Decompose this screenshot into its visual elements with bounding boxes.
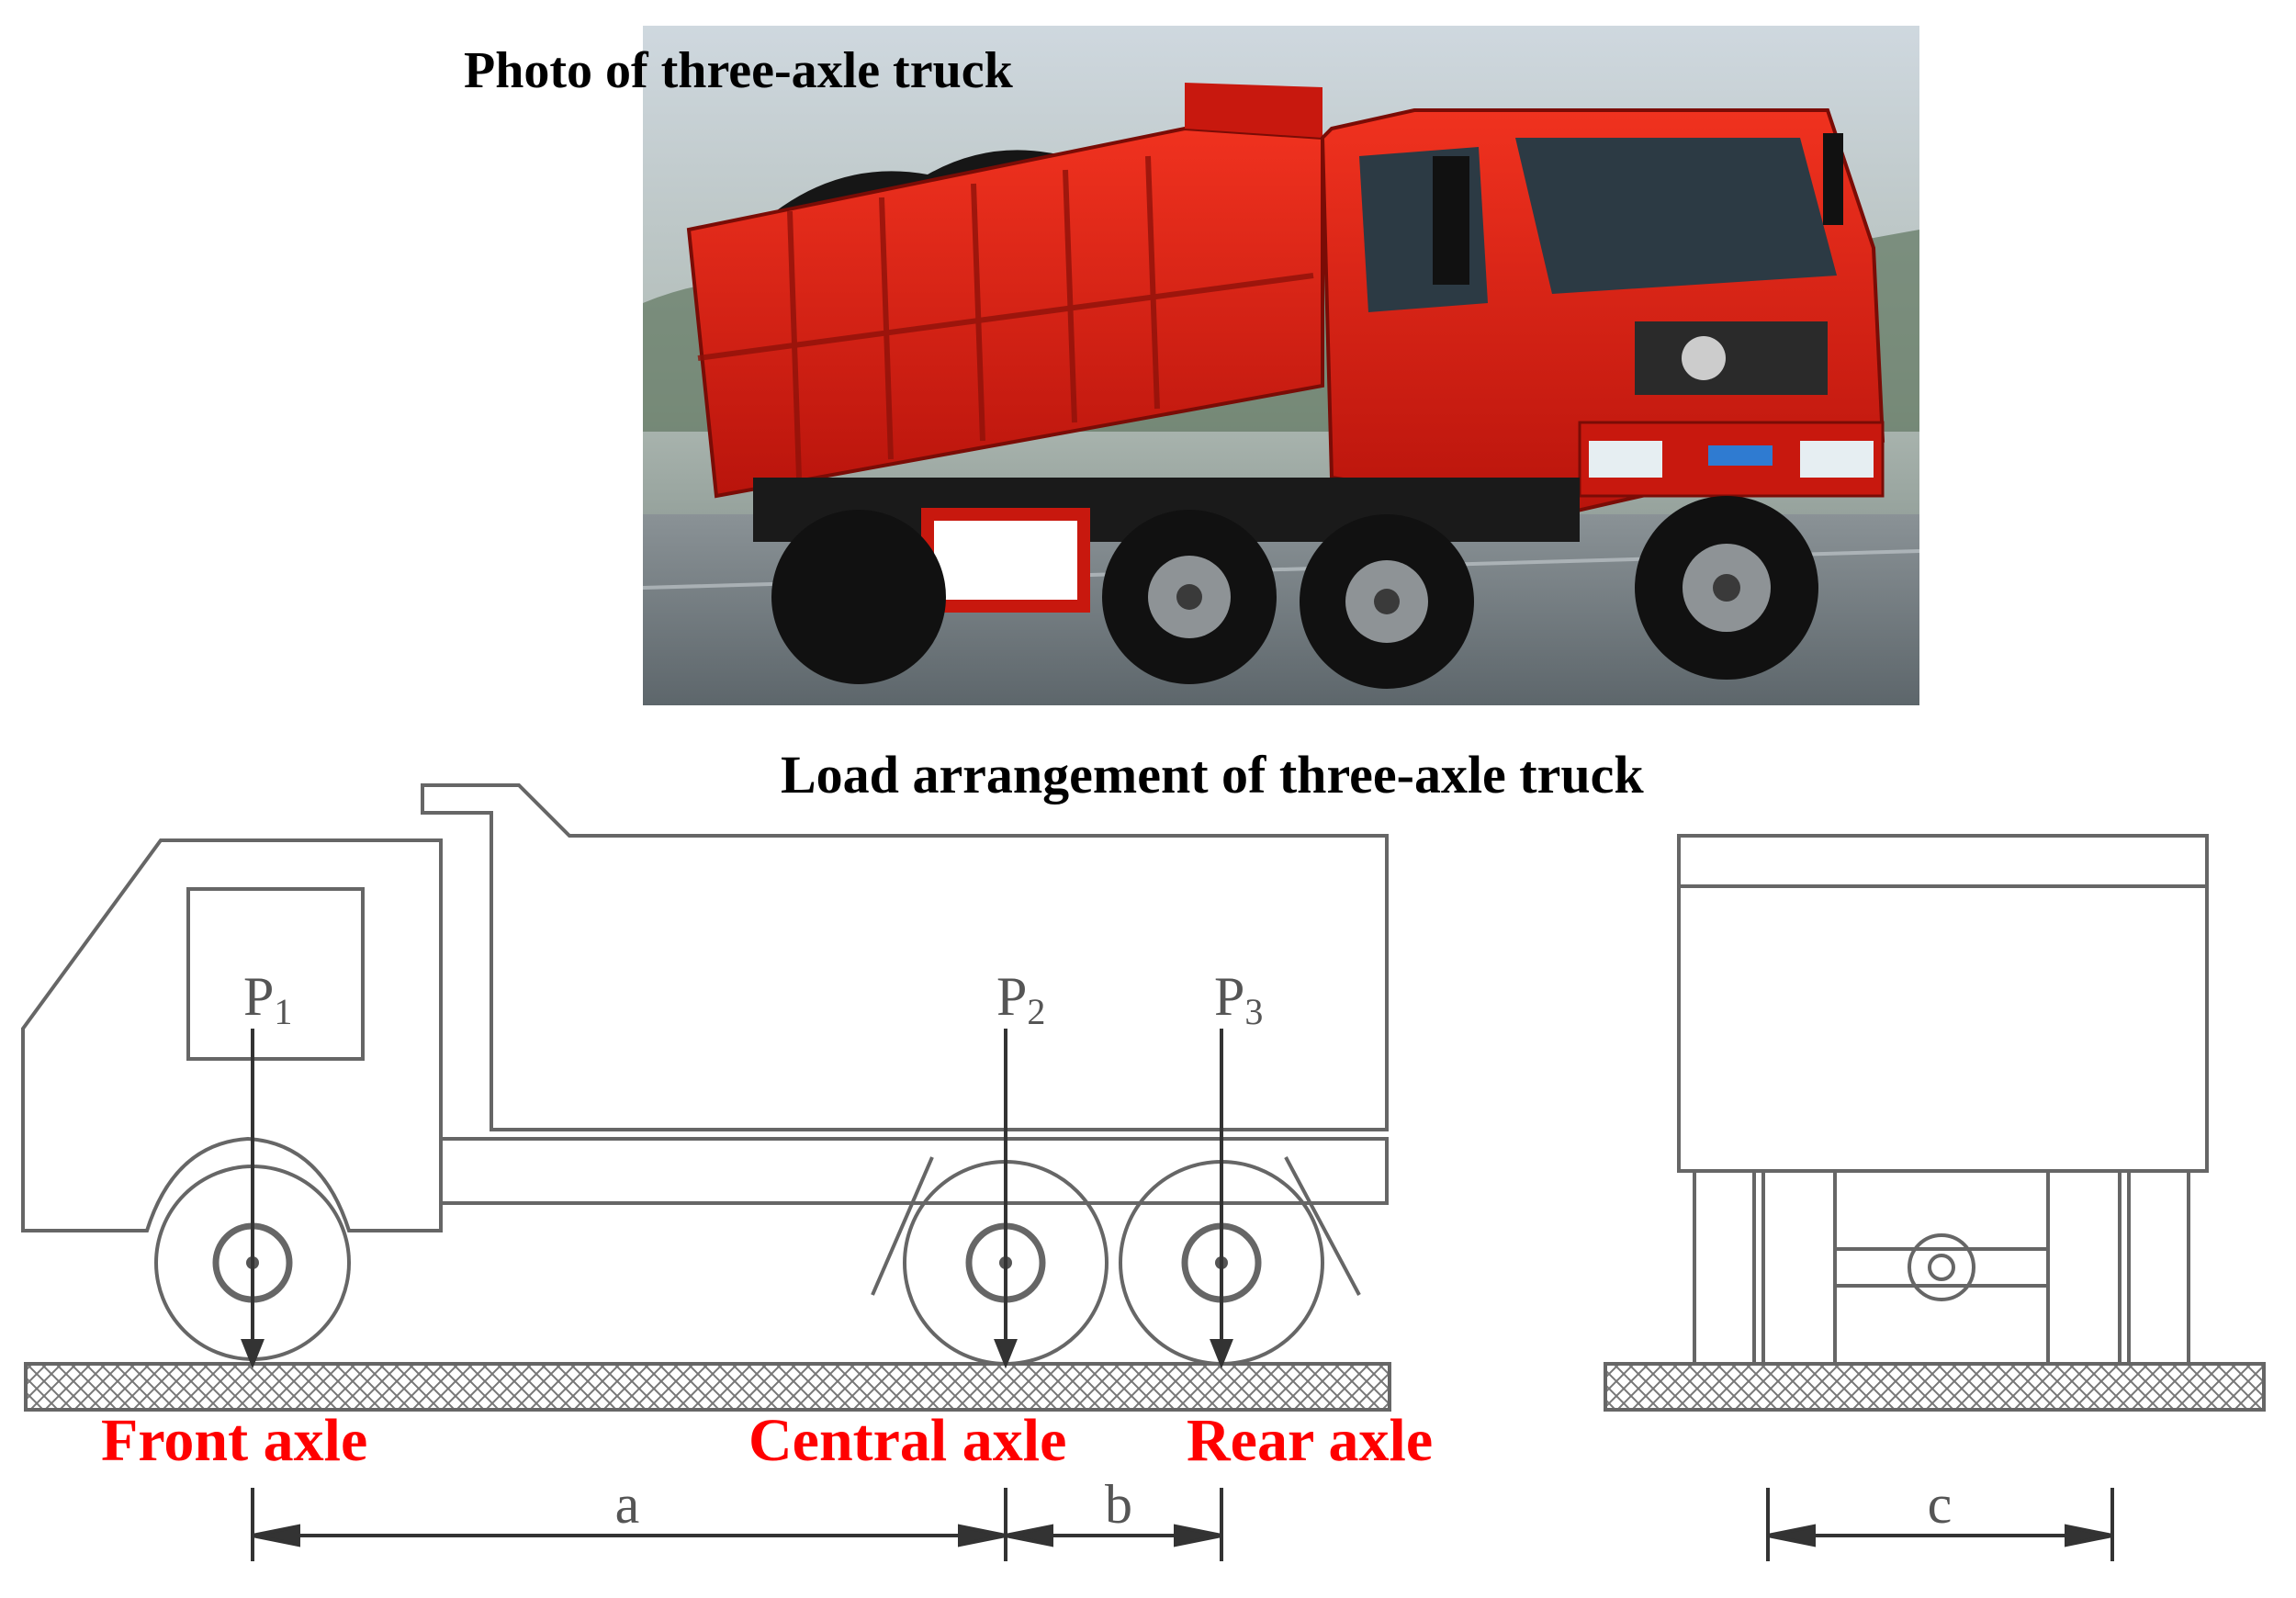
ground-rear — [1604, 1362, 2266, 1412]
truck-photo — [642, 26, 1920, 705]
dimension-lines-side — [251, 1488, 1223, 1561]
load-label-p2: P2 — [996, 966, 1045, 1032]
axle-label-front: Front axle — [101, 1407, 367, 1474]
ground-side — [24, 1362, 1391, 1412]
dimension-line-rear — [1766, 1488, 2114, 1561]
load-label-p3: P3 — [1214, 966, 1263, 1032]
dimension-b: b — [1105, 1474, 1132, 1535]
axle-label-central: Central axle — [748, 1407, 1066, 1474]
side-view-diagram — [21, 783, 1389, 1366]
photo-title: Photo of three-axle truck — [464, 42, 1014, 99]
cab-window — [186, 887, 365, 1061]
load-arrows — [241, 1029, 1233, 1369]
axle-labels: Front axle Central axle Rear axle — [101, 1407, 1433, 1474]
axle-label-rear: Rear axle — [1187, 1407, 1433, 1474]
dimension-a: a — [615, 1474, 640, 1535]
load-labels: P1 P2 P3 — [243, 966, 1263, 1032]
load-label-p1: P1 — [243, 966, 292, 1032]
rear-view-diagram — [1677, 834, 2209, 1366]
diagram-title: Load arrangement of three-axle truck — [781, 745, 1644, 805]
dimension-c: c — [1928, 1474, 1953, 1535]
